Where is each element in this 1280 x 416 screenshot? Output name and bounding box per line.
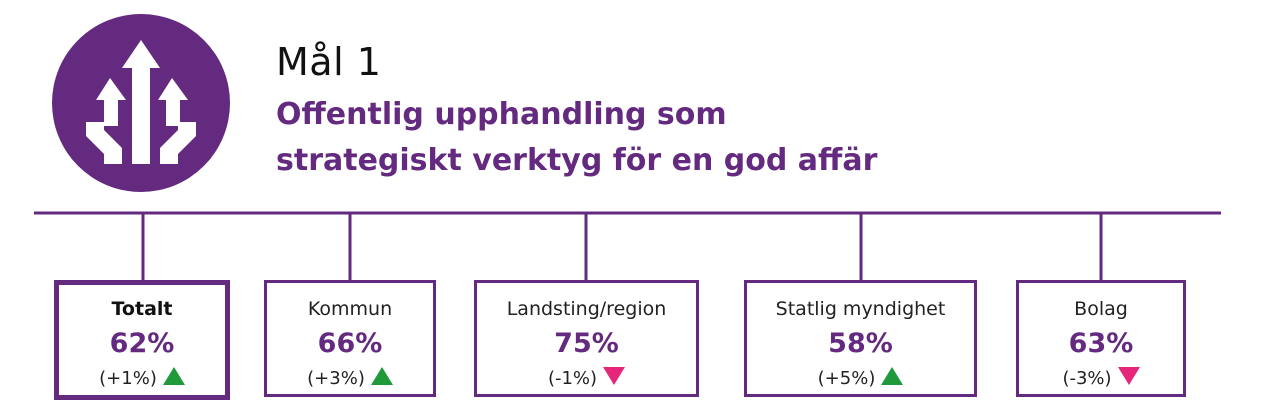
change-text: (-3%) (1062, 368, 1112, 389)
card-landsting-region: Landsting/region 75% (-1%) (474, 280, 699, 397)
change-text: (-1%) (547, 368, 598, 389)
trend-up-icon (162, 367, 185, 385)
card-value: 63% (1068, 328, 1134, 359)
card-change: (-3%) (1019, 367, 1183, 390)
card-bolag: Bolag 63% (-3%) (1016, 280, 1186, 397)
card-totalt: Totalt 62% (+1%) (54, 280, 230, 400)
card-label: Bolag (1074, 298, 1128, 320)
card-label: Totalt (111, 298, 173, 320)
change-text: (+5%) (817, 368, 876, 389)
card-statlig-myndighet: Statlig myndighet 58% (+5%) (744, 280, 977, 397)
merging-arrows-icon (86, 40, 196, 164)
trend-up-icon (881, 367, 904, 385)
goal-title: Offentlig upphandling som strategiskt ve… (276, 92, 976, 184)
card-value: 58% (828, 328, 893, 359)
change-text: (+3%) (307, 368, 365, 389)
card-value: 66% (317, 328, 383, 359)
card-change: (+5%) (747, 367, 974, 390)
card-label: Statlig myndighet (775, 298, 946, 320)
goal-title-line-1: Offentlig upphandling som (276, 97, 727, 132)
card-kommun: Kommun 66% (+3%) (264, 280, 436, 397)
trend-down-icon (1117, 367, 1140, 385)
trend-up-icon (370, 367, 393, 385)
card-label: Landsting/region (506, 298, 667, 320)
card-value: 75% (554, 328, 619, 359)
goal-logo (52, 14, 230, 192)
trend-down-icon (603, 367, 626, 385)
card-change: (+1%) (59, 367, 225, 390)
card-change: (+3%) (267, 367, 433, 390)
change-text: (+1%) (99, 368, 157, 389)
goal-number: Mål 1 (276, 40, 382, 84)
card-change: (-1%) (477, 367, 696, 390)
card-label: Kommun (307, 298, 393, 320)
goal-title-line-2: strategiskt verktyg för en god affär (276, 143, 878, 178)
card-value: 62% (109, 328, 175, 359)
